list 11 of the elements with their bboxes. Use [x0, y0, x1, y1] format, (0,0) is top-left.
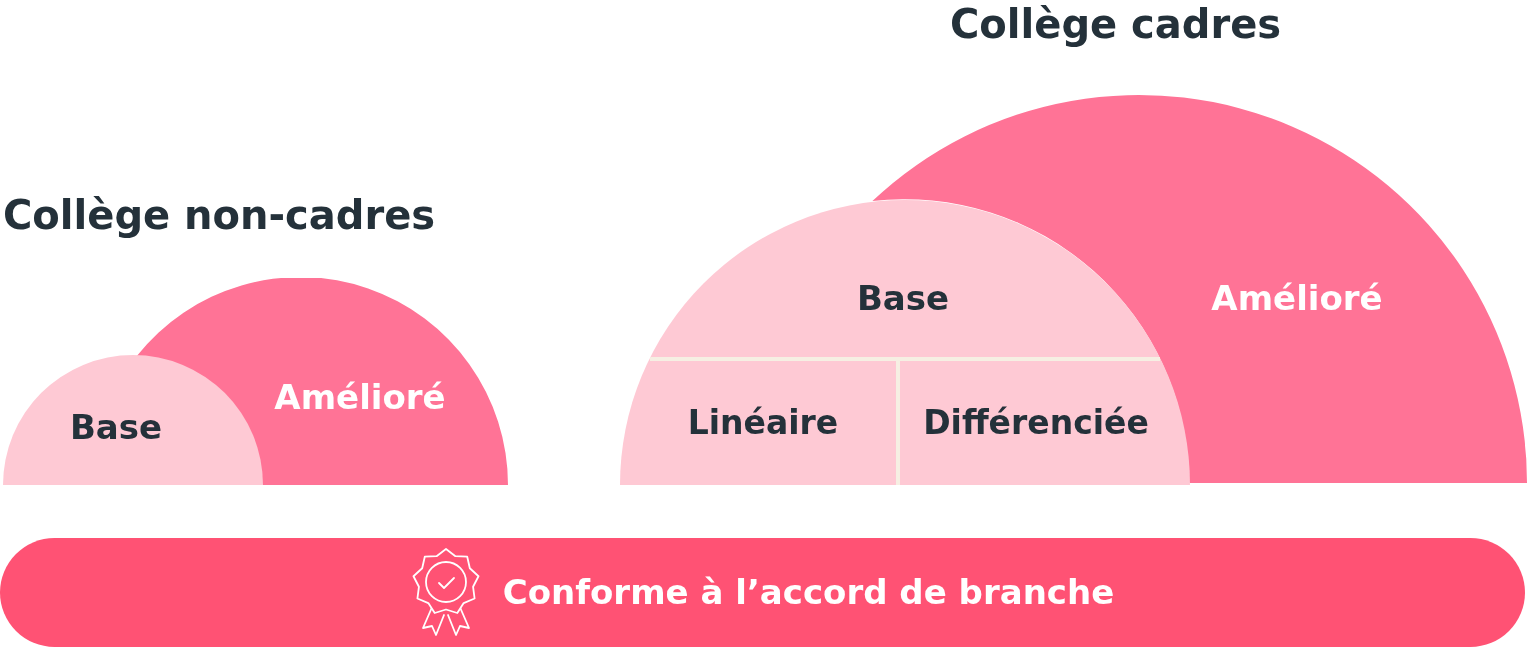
segment-label: Base	[69, 408, 163, 448]
banner	[0, 538, 1525, 647]
segment-label: Amélioré	[274, 378, 446, 418]
sub-segment	[650, 357, 900, 485]
segment-label: Amélioré	[1211, 279, 1383, 319]
segment-label: Linéaire	[687, 404, 839, 442]
segment-label: Différenciée	[923, 404, 1149, 442]
group-heading: Collège cadres	[950, 0, 1282, 48]
banner-text: Conforme à l’accord de branche	[502, 572, 1115, 613]
segment-label: Base	[856, 279, 950, 319]
group-heading: Collège non-cadres	[3, 191, 436, 239]
